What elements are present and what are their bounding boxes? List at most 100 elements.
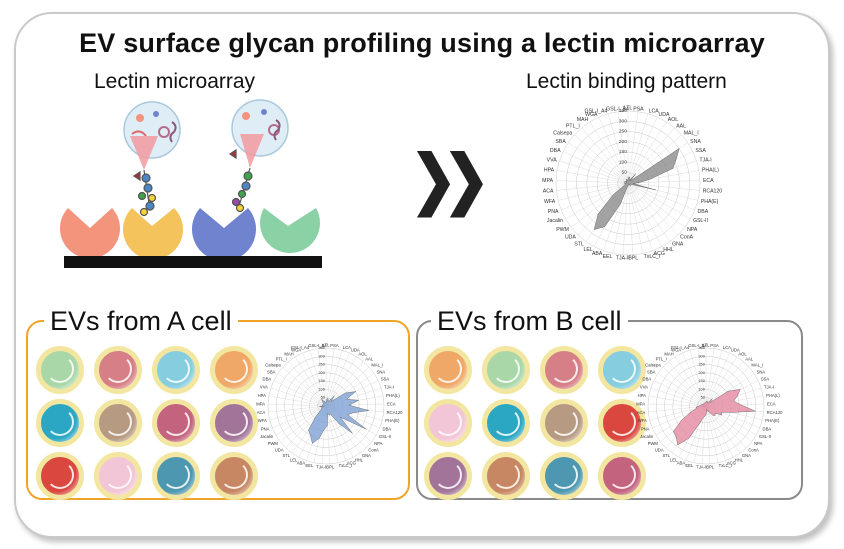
- radar-gray-category-label: PSA: [633, 106, 644, 112]
- radar-gray-category-label: LTL: [624, 106, 633, 112]
- panel-a-ev-2: [94, 346, 142, 394]
- panel-b-ev-4: [598, 346, 646, 394]
- radar-gray-category-label: UDA: [565, 235, 576, 241]
- radar-pink-spoke: [705, 356, 737, 407]
- radar-pink-category-label: SSA: [761, 377, 770, 382]
- radar-pink-category-label: NPA: [754, 441, 763, 446]
- radar-gray-tick-label: 150: [619, 149, 627, 155]
- radar-gray-category-label: HPA: [544, 168, 555, 174]
- radar-gray-spoke: [627, 182, 700, 191]
- radar-pink-category-label: ACG: [727, 461, 736, 466]
- radar-gray-spoke: [581, 127, 629, 184]
- radar-gray-spoke: [627, 117, 658, 184]
- radar-blue-spoke: [272, 405, 327, 428]
- panel-a-title: EVs from A cell: [44, 306, 238, 337]
- lectin-green: [260, 208, 320, 253]
- radar-pink-tick-label: 250: [698, 362, 705, 367]
- radar-blue-category-label: ECA: [387, 401, 396, 406]
- radar-gray-category-label: EEL: [603, 254, 613, 260]
- lectin-microarray-illustration: [60, 99, 322, 268]
- radar-blue-spoke: [275, 405, 327, 436]
- radar-pink-category-label: PNA: [641, 426, 650, 431]
- radar-blue-category-label: SBA: [267, 369, 276, 374]
- radar-gray-spoke: [565, 182, 629, 220]
- radar-gray-spoke: [627, 182, 653, 251]
- panel-a-ev-9: [36, 452, 84, 500]
- radar-blue-category-label: WFA: [258, 418, 267, 423]
- glass-slide: [64, 256, 322, 268]
- radar-gray-category-label: TxLC_I: [644, 254, 661, 260]
- radar-gray-category-label: NPA: [687, 227, 698, 233]
- radar-gray-category-label: UDA: [659, 112, 670, 118]
- panel-a-ev-12: [210, 452, 258, 500]
- radar-pink-category-label: DBA: [763, 426, 772, 431]
- panel-b-ev-1: [424, 346, 472, 394]
- radar-pink-category-label: GNA: [742, 453, 751, 458]
- radar-pink-spoke: [705, 350, 723, 407]
- radar-gray-spoke: [627, 182, 662, 247]
- radar-blue-spoke: [325, 356, 357, 407]
- radar-pink-category-label: HHL: [735, 457, 744, 462]
- radar-gray-tick-label: 100: [619, 159, 627, 165]
- radar-gray-category-label: MAL_I: [684, 131, 699, 137]
- radar-pink-category-label: RCA120: [767, 410, 783, 415]
- radar-pink-spoke: [653, 380, 707, 407]
- radar-pink-category-label: MAL_I: [751, 363, 763, 368]
- radar-blue-category-label: GSL-II: [379, 434, 391, 439]
- radar-gray-spoke: [627, 182, 644, 254]
- radar-blue-spoke: [317, 348, 327, 407]
- radar-blue-category-label: STL: [282, 453, 290, 458]
- radar-gray-category-label: DBA: [550, 148, 561, 154]
- panel-a-ev-11: [152, 452, 200, 500]
- radar-gray-category-label: BPL: [628, 256, 638, 262]
- radar-gray-category-label: GSL-I_B4: [606, 106, 629, 112]
- radar-pink-spoke: [657, 373, 707, 407]
- radar-gray-spoke: [556, 182, 629, 191]
- radar-pink-spoke: [689, 350, 707, 407]
- radar-gray-tick-label: 300: [619, 118, 627, 124]
- radar-blue-category-label: Calsepa: [265, 363, 281, 368]
- radar-blue-category-label: BPL: [326, 464, 335, 469]
- radar-gray-series-area: [593, 148, 680, 230]
- radar-blue-category-label: Jacalin: [260, 434, 274, 439]
- radar-gray-tick-label: 350: [619, 108, 627, 114]
- radar-blue-tick-label: 150: [318, 378, 325, 383]
- radar-gray-category-label: ECA: [703, 178, 714, 184]
- radar-pink-category-label: ACA: [637, 410, 646, 415]
- radar-blue-category-label: EEL: [305, 463, 314, 468]
- radar-blue-spoke: [309, 350, 327, 407]
- radar-blue-category-label: GNA: [362, 453, 371, 458]
- ev-particle-left: [123, 101, 181, 170]
- radar-blue-spoke: [325, 352, 350, 407]
- radar-pink-category-label: PHA(L): [766, 393, 780, 398]
- radar-blue-category-label: SSA: [381, 377, 390, 382]
- radar-blue-category-label: AAL: [365, 357, 374, 362]
- radar-blue-category-label: MAL_I: [371, 363, 383, 368]
- radar-pink-spoke: [705, 405, 719, 463]
- radar-blue-category-label: WGA: [291, 348, 301, 353]
- radar-gray-spoke: [556, 180, 629, 184]
- radar-gray-tick-label: 50: [622, 170, 628, 176]
- radar-gray-category-label: SNA: [690, 139, 701, 145]
- panel-b-ev-5: [424, 399, 472, 447]
- radar-pink-category-label: WFA: [638, 418, 647, 423]
- radar-blue-category-label: TxLC_I: [339, 463, 353, 468]
- radar-gray-spoke: [563, 151, 629, 184]
- radar-blue-category-label: HHL: [355, 457, 364, 462]
- radar-blue-spoke: [325, 350, 343, 407]
- radar-pink-category-label: DBA: [643, 377, 652, 382]
- radar-gray-spoke: [559, 160, 629, 184]
- radar-blue-tick-label: 50: [321, 395, 326, 400]
- panel-b-ev-2: [482, 346, 530, 394]
- figure-title: EV surface glycan profiling using a lect…: [79, 28, 765, 58]
- panel-b-ev-7: [540, 399, 588, 447]
- glycan-chain-left: [132, 169, 157, 217]
- radar-gray-spoke: [627, 111, 639, 184]
- radar-blue-category-label: HPA: [258, 393, 267, 398]
- radar-gray-spoke: [627, 182, 685, 228]
- radar-blue-category-label: UDA: [275, 447, 284, 452]
- radar-pink-tick-label: 350: [698, 345, 705, 350]
- radar-blue-category-label: LCA: [343, 345, 351, 350]
